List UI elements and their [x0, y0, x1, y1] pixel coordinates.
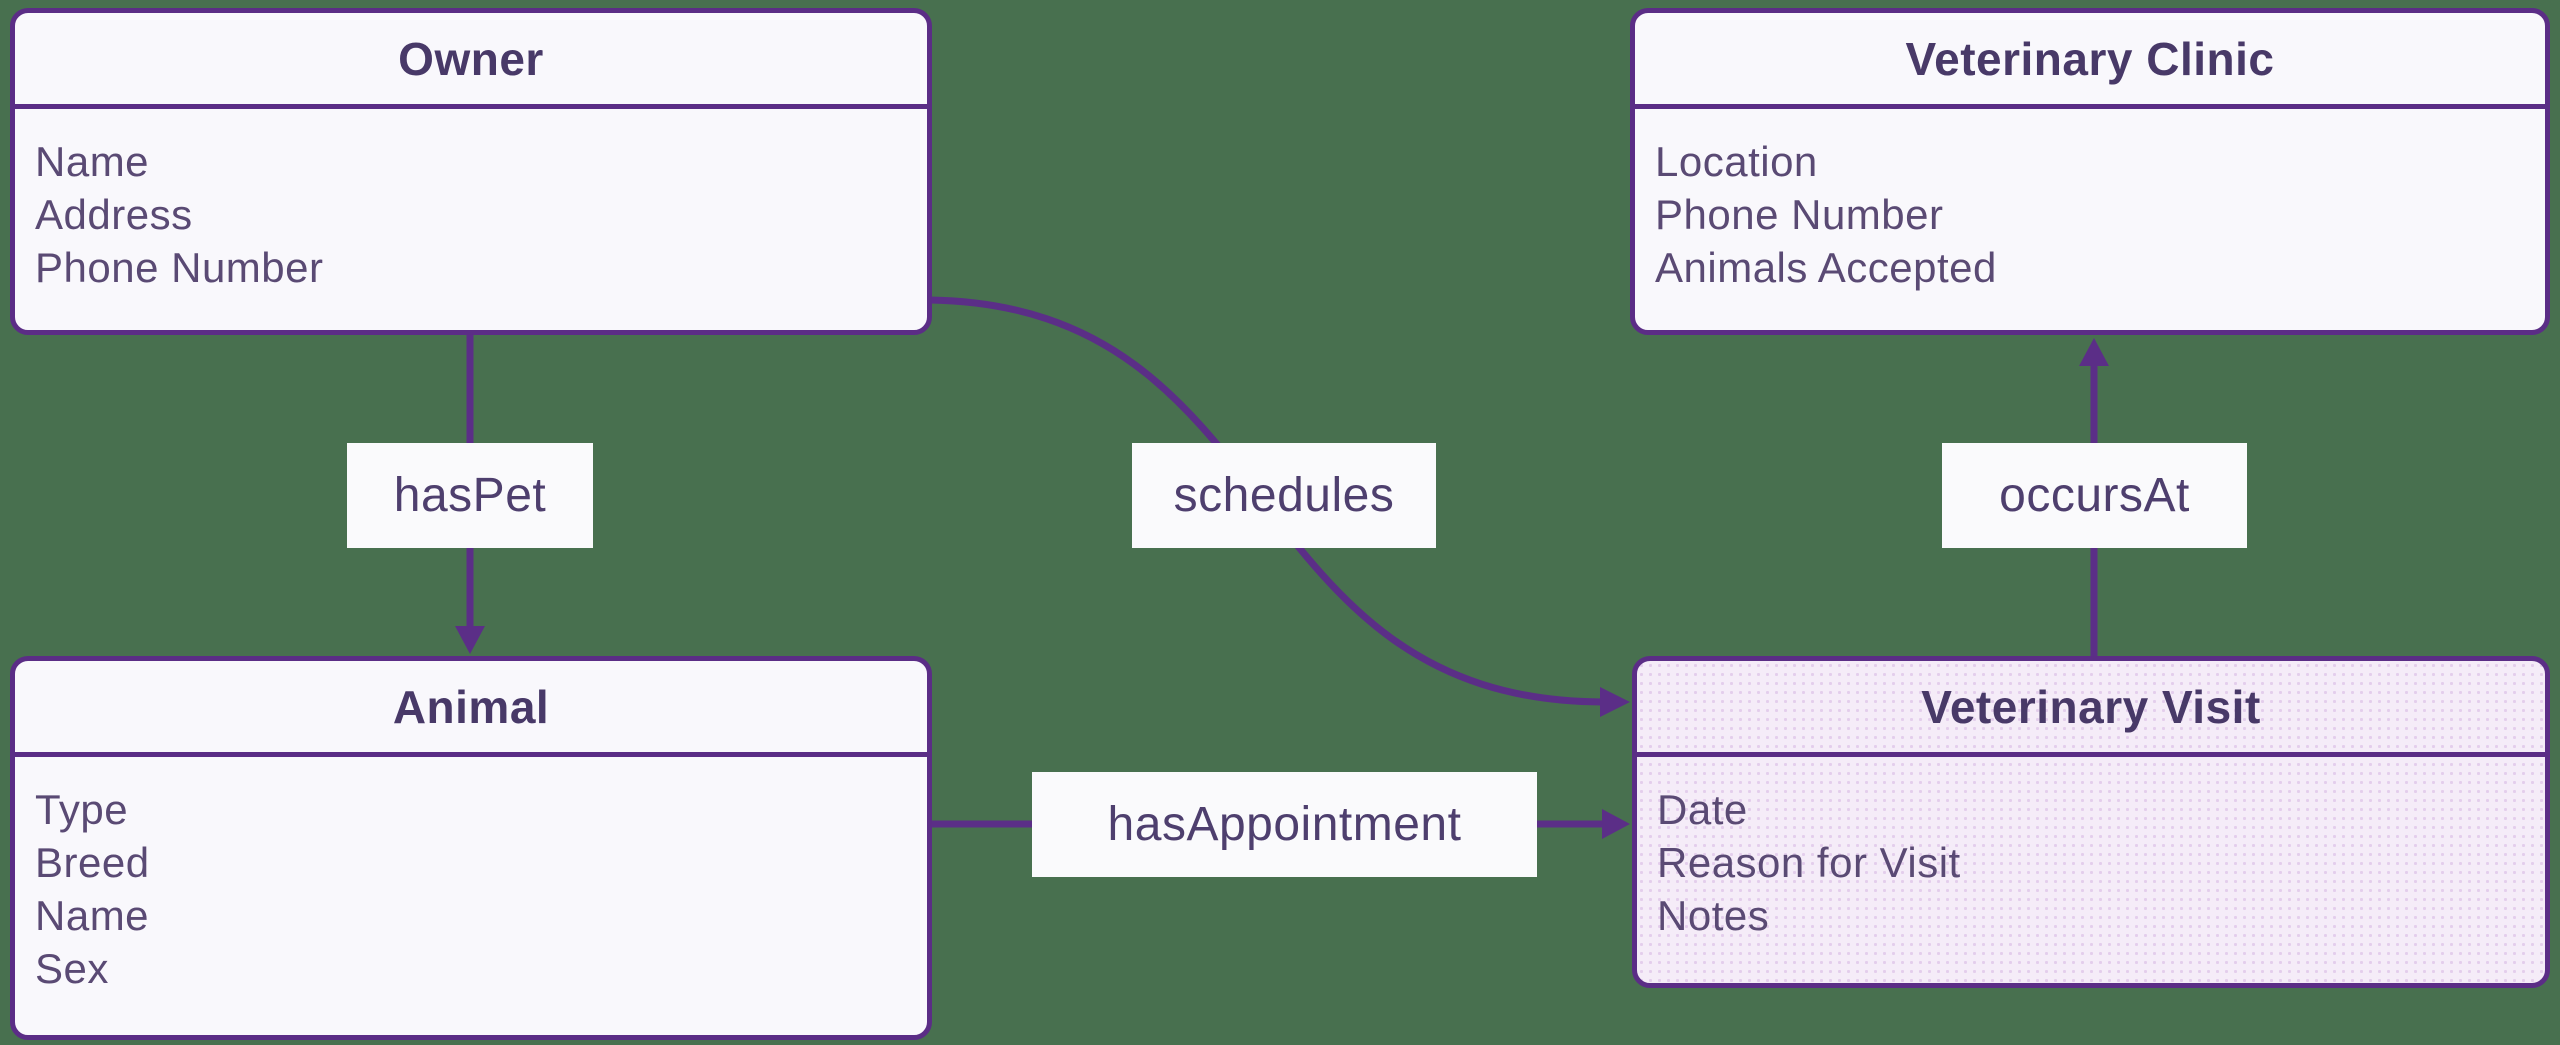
relationship-label-hasappointment[interactable]: hasAppointment	[1032, 772, 1537, 877]
attribute-row: Name	[35, 892, 150, 939]
arrowhead-right-icon	[1602, 809, 1630, 839]
arrowhead-right-icon	[1600, 687, 1630, 717]
attribute-row: Reason for Visit	[1657, 839, 1961, 886]
attribute-row: Type	[35, 786, 129, 833]
attribute-row: Address	[35, 191, 193, 238]
arrowhead-down-icon	[455, 626, 485, 654]
relationship-label-occursat[interactable]: occursAt	[1942, 443, 2247, 548]
attribute-row: Phone Number	[35, 244, 324, 291]
attribute-row: Breed	[35, 839, 150, 886]
relationship-label-schedules[interactable]: schedules	[1132, 443, 1436, 548]
attribute-row: Animals Accepted	[1655, 244, 1997, 291]
entity-title: Veterinary Clinic	[1635, 13, 2545, 109]
entity-title: Owner	[15, 13, 927, 109]
attribute-row: Notes	[1657, 892, 1770, 939]
relationship-label-haspet[interactable]: hasPet	[347, 443, 593, 548]
attribute-row: Name	[35, 138, 150, 185]
attribute-row: Location	[1655, 138, 1818, 185]
attribute-row: Sex	[35, 945, 109, 992]
entity-title: Animal	[15, 661, 927, 757]
attribute-row: Date	[1657, 786, 1748, 833]
arrowhead-up-icon	[2079, 338, 2109, 366]
entity-title: Veterinary Visit	[1637, 661, 2545, 757]
attribute-row: Phone Number	[1655, 191, 1944, 238]
